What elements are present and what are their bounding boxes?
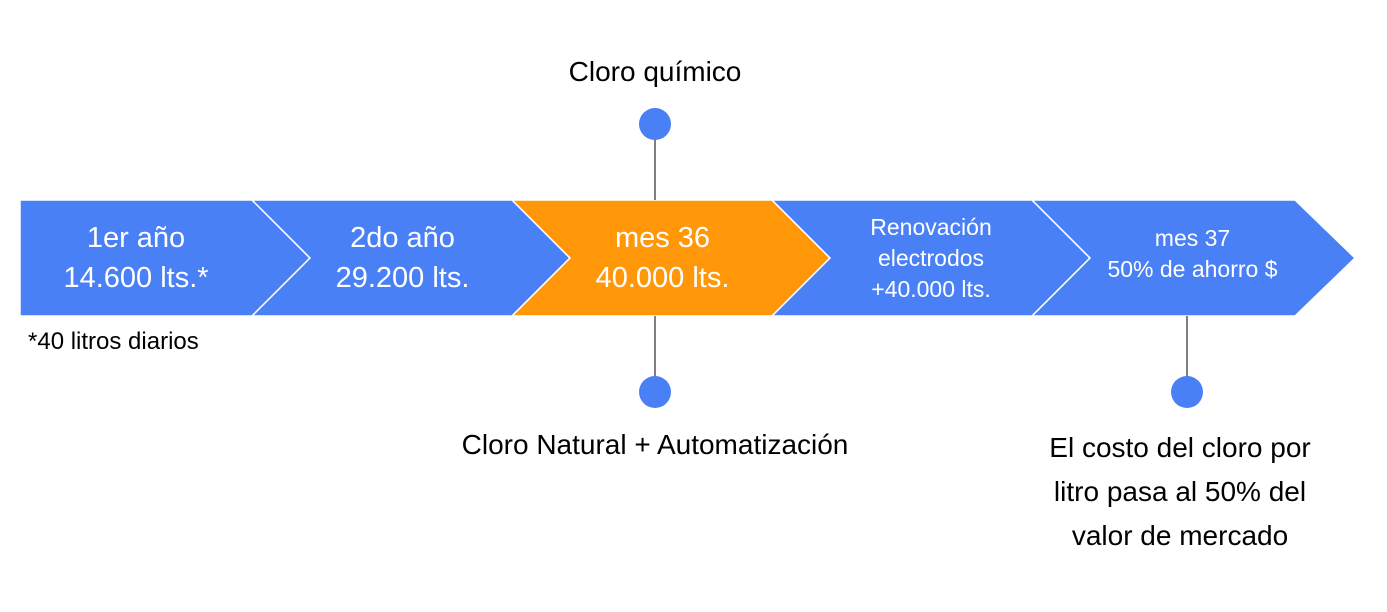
label-bottom-right-line-3: valor de mercado <box>1071 520 1289 551</box>
segment-3-text: mes 36 40.000 lts. <box>560 200 765 316</box>
footnote: *40 litros diarios <box>28 328 199 355</box>
segment-4-line-2: electrodos <box>877 244 985 271</box>
label-costo-cloro: El costo del cloro por litro pasa al 50%… <box>1010 426 1350 558</box>
marker-dot-top <box>639 108 671 140</box>
label-bottom-right-line-2: litro pasa al 50% del <box>1053 476 1307 507</box>
segment-1-line-2: 14.600 lts.* <box>63 262 209 294</box>
segment-5-text: mes 37 50% de ahorro $ <box>1085 196 1300 312</box>
segment-5-line-2: 50% de ahorro $ <box>1107 256 1278 282</box>
marker-dot-bottom-right <box>1171 376 1203 408</box>
label-top-line-1: Cloro químico <box>568 56 742 87</box>
segment-2-text: 2do año 29.200 lts. <box>300 200 505 316</box>
label-cloro-natural: Cloro Natural + Automatización <box>425 423 885 467</box>
segment-4-line-1: Renovación <box>870 213 992 240</box>
segment-3-line-2: 40.000 lts. <box>595 262 730 294</box>
marker-dot-bottom-mid <box>639 376 671 408</box>
segment-2-line-2: 29.200 lts. <box>335 262 470 294</box>
segment-3-line-1: mes 36 <box>614 222 711 254</box>
label-cloro-quimico: Cloro químico <box>455 50 855 94</box>
segment-4-text: Renovación electrodos +40.000 lts. <box>825 200 1037 316</box>
segment-1-text: 1er año 14.600 lts.* <box>20 200 252 316</box>
timeline-segment-mes-37 <box>1030 199 1357 317</box>
segment-5-line-1: mes 37 <box>1154 225 1231 251</box>
segment-2-line-1: 2do año <box>350 222 455 254</box>
segment-4-line-3: +40.000 lts. <box>871 275 991 302</box>
segment-1-line-1: 1er año <box>86 222 186 254</box>
label-bottom-right-line-1: El costo del cloro por <box>1049 432 1311 463</box>
label-bottom-mid-line-1: Cloro Natural + Automatización <box>461 429 849 460</box>
